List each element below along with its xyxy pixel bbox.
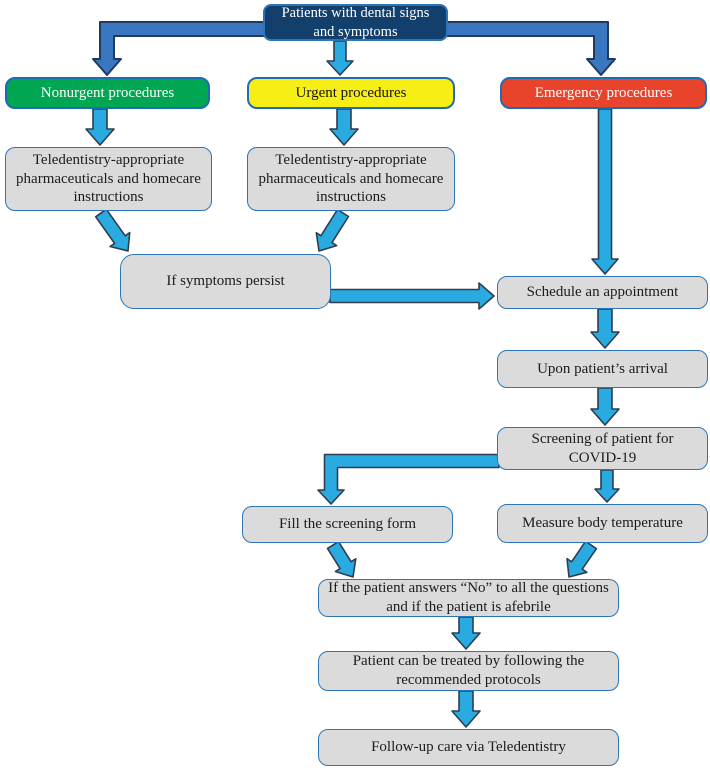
node-measure-temperature: Measure body temperature <box>497 504 708 543</box>
edge-nonurgent-to-tele_left <box>85 108 115 146</box>
edge-measure-to-answers_no <box>566 540 598 578</box>
node-covid-screening: Screening of patient for COVID-19 <box>497 427 708 470</box>
node-answers-no-afebrile-label: If the patient answers “No” to all the q… <box>328 580 609 615</box>
node-answers-no-afebrile: If the patient answers “No” to all the q… <box>318 579 619 617</box>
node-treat-protocols: Patient can be treated by following the … <box>318 651 619 691</box>
node-teledentistry-mid: Teledentistry-appropriate pharmaceutical… <box>247 147 455 211</box>
node-fill-screening-form: Fill the screening form <box>242 506 453 543</box>
node-measure-temperature-label: Measure body temperature <box>522 515 683 532</box>
node-urgent: Urgent procedures <box>247 77 455 109</box>
edge-arrival-to-screening <box>590 387 620 426</box>
node-patient-arrival: Upon patient’s arrival <box>497 350 708 388</box>
node-schedule-appointment: Schedule an appointment <box>497 276 708 309</box>
node-if-symptoms-persist: If symptoms persist <box>120 254 331 309</box>
edge-fill_form-to-answers_no <box>326 540 357 578</box>
node-nonurgent-label: Nonurgent procedures <box>40 84 175 101</box>
node-patient-arrival-label: Upon patient’s arrival <box>537 360 668 377</box>
node-treat-protocols-label: Patient can be treated by following the … <box>352 653 585 688</box>
node-patients-label: Patients with dental signs and symptoms <box>281 5 430 40</box>
node-emergency: Emergency procedures <box>500 77 707 109</box>
node-emergency-label: Emergency procedures <box>534 84 673 101</box>
node-followup-teledentistry: Follow-up care via Teledentistry <box>318 729 619 766</box>
node-followup-teledentistry-label: Follow-up care via Teledentistry <box>371 739 566 756</box>
edge-patients-to-urgent <box>326 40 354 76</box>
node-teledentistry-left-label: Teledentistry-appropriate pharmaceutical… <box>16 151 201 206</box>
edge-schedule-to-arrival <box>590 308 620 349</box>
edge-answers_no-to-treated <box>451 616 481 650</box>
node-urgent-label: Urgent procedures <box>295 84 407 101</box>
node-nonurgent: Nonurgent procedures <box>5 77 210 109</box>
node-schedule-appointment-label: Schedule an appointment <box>526 284 679 301</box>
node-fill-screening-form-label: Fill the screening form <box>278 516 417 533</box>
edge-emergency-to-schedule <box>591 108 619 275</box>
node-teledentistry-left: Teledentistry-appropriate pharmaceutical… <box>5 147 212 211</box>
edge-screening-to-fill_form <box>317 453 500 505</box>
edge-persist-to-schedule <box>329 282 495 310</box>
edge-screening-to-measure <box>594 469 620 503</box>
edge-tele_left-to-persist <box>94 208 131 252</box>
node-teledentistry-mid-label: Teledentistry-appropriate pharmaceutical… <box>258 151 444 206</box>
node-covid-screening-label: Screening of patient for COVID-19 <box>531 430 674 466</box>
edge-treated-to-followup <box>451 690 481 728</box>
edge-tele_mid-to-persist <box>315 208 350 252</box>
edge-urgent-to-tele_mid <box>329 108 359 146</box>
node-patients: Patients with dental signs and symptoms <box>263 4 448 41</box>
node-if-symptoms-persist-label: If symptoms persist <box>166 273 285 290</box>
